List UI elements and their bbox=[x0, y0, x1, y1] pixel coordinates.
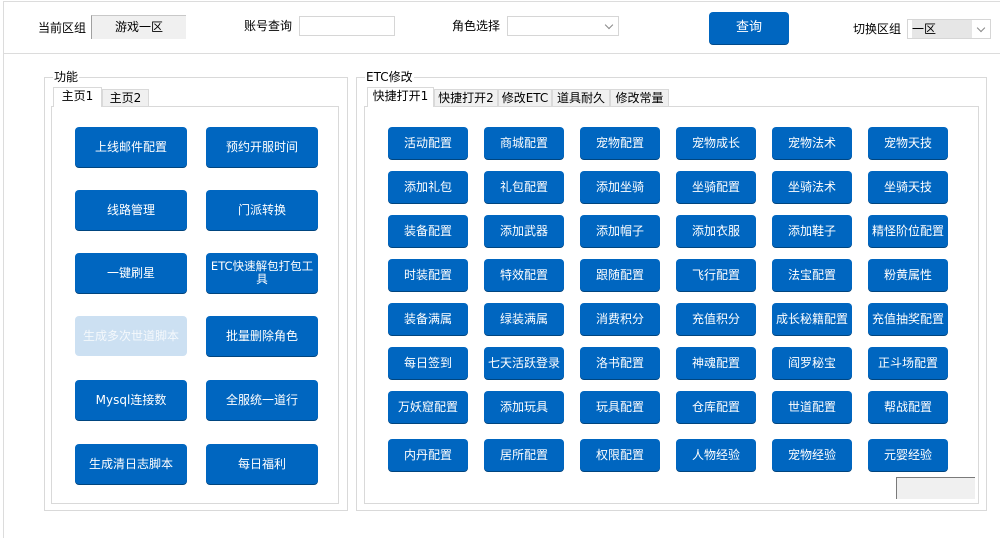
etc-button[interactable]: 礼包配置 bbox=[484, 171, 564, 203]
query-button[interactable]: 查询 bbox=[709, 12, 789, 44]
chevron-down-icon bbox=[976, 23, 986, 33]
tab-modify-constants[interactable]: 修改常量 bbox=[610, 89, 669, 106]
etc-button[interactable]: 玩具配置 bbox=[580, 391, 660, 423]
role-select-label: 角色选择 bbox=[452, 19, 501, 33]
function-tab-panel bbox=[51, 106, 339, 504]
etc-button[interactable]: 正斗场配置 bbox=[868, 347, 948, 379]
etc-button[interactable]: 飞行配置 bbox=[676, 259, 756, 291]
etc-button[interactable]: 洛书配置 bbox=[580, 347, 660, 379]
switch-zone-dropdown[interactable]: 一区 bbox=[907, 19, 991, 39]
etc-button[interactable]: 坐骑法术 bbox=[772, 171, 852, 203]
etc-button[interactable]: 充值抽奖配置 bbox=[868, 303, 948, 335]
function-button[interactable]: 生成清日志脚本 bbox=[75, 444, 187, 484]
etc-button[interactable]: 成长秘籍配置 bbox=[772, 303, 852, 335]
window-top-border bbox=[3, 1, 1000, 2]
function-button[interactable]: 门派转换 bbox=[206, 190, 318, 230]
function-button[interactable]: 预约开服时间 bbox=[206, 127, 318, 167]
etc-button[interactable]: 仓库配置 bbox=[676, 391, 756, 423]
function-button[interactable]: 全服统一道行 bbox=[206, 380, 318, 420]
function-tabstrip: 主页1 主页2 bbox=[51, 87, 339, 107]
function-groupbox: 功能 bbox=[44, 70, 348, 511]
tab-home1[interactable]: 主页1 bbox=[53, 87, 102, 107]
etc-button[interactable]: 神魂配置 bbox=[676, 347, 756, 379]
etc-button[interactable]: 坐骑天技 bbox=[868, 171, 948, 203]
account-query-label: 账号查询 bbox=[244, 19, 293, 33]
status-box bbox=[896, 477, 975, 499]
etc-button[interactable]: 元婴经验 bbox=[868, 439, 948, 471]
etc-button[interactable]: 添加鞋子 bbox=[772, 215, 852, 247]
etc-button[interactable]: 七天活跃登录 bbox=[484, 347, 564, 379]
tab-item-durability[interactable]: 道具耐久 bbox=[552, 89, 610, 106]
function-button[interactable]: 上线邮件配置 bbox=[75, 127, 187, 167]
etc-button[interactable]: 商城配置 bbox=[484, 127, 564, 159]
etc-button[interactable]: 粉黄属性 bbox=[868, 259, 948, 291]
current-zone-display: 游戏一区 bbox=[91, 15, 186, 39]
function-button[interactable]: Mysql连接数 bbox=[75, 380, 187, 420]
etc-button[interactable]: 宠物天技 bbox=[868, 127, 948, 159]
function-button[interactable]: 一键刷星 bbox=[75, 253, 187, 293]
role-select-dropdown[interactable] bbox=[507, 16, 619, 36]
etc-button[interactable]: 时装配置 bbox=[388, 259, 468, 291]
etc-groupbox: ETC修改 bbox=[356, 70, 987, 511]
etc-button[interactable]: 帮战配置 bbox=[868, 391, 948, 423]
etc-button[interactable]: 充值积分 bbox=[676, 303, 756, 335]
etc-button[interactable]: 消费积分 bbox=[580, 303, 660, 335]
etc-button[interactable]: 添加衣服 bbox=[676, 215, 756, 247]
switch-zone-label: 切换区组 bbox=[853, 22, 902, 36]
current-zone-label: 当前区组 bbox=[38, 21, 87, 35]
etc-button[interactable]: 绿装满属 bbox=[484, 303, 564, 335]
etc-button[interactable]: 精怪阶位配置 bbox=[868, 215, 948, 247]
switch-zone-value: 一区 bbox=[912, 20, 972, 38]
tab-quick-open-2[interactable]: 快捷打开2 bbox=[434, 89, 498, 106]
etc-button[interactable]: 特效配置 bbox=[484, 259, 564, 291]
etc-tabstrip: 快捷打开1 快捷打开2 修改ETC 道具耐久 修改常量 bbox=[364, 87, 978, 107]
header-divider bbox=[3, 53, 1000, 54]
function-button[interactable]: 每日福利 bbox=[206, 444, 318, 484]
etc-button[interactable]: 坐骑配置 bbox=[676, 171, 756, 203]
etc-button[interactable]: 宠物配置 bbox=[580, 127, 660, 159]
etc-button[interactable]: 活动配置 bbox=[388, 127, 468, 159]
etc-button[interactable]: 添加帽子 bbox=[580, 215, 660, 247]
etc-button[interactable]: 宠物经验 bbox=[772, 439, 852, 471]
etc-button[interactable]: 权限配置 bbox=[580, 439, 660, 471]
etc-button[interactable]: 宠物法术 bbox=[772, 127, 852, 159]
etc-button[interactable]: 添加玩具 bbox=[484, 391, 564, 423]
etc-button[interactable]: 装备满属 bbox=[388, 303, 468, 335]
etc-button[interactable]: 添加武器 bbox=[484, 215, 564, 247]
etc-button[interactable]: 装备配置 bbox=[388, 215, 468, 247]
etc-button[interactable]: 跟随配置 bbox=[580, 259, 660, 291]
function-button[interactable]: ETC快速解包打包工具 bbox=[206, 253, 318, 293]
etc-button[interactable]: 居所配置 bbox=[484, 439, 564, 471]
tab-quick-open-1[interactable]: 快捷打开1 bbox=[367, 87, 434, 107]
function-button[interactable]: 线路管理 bbox=[75, 190, 187, 230]
etc-button[interactable]: 阎罗秘宝 bbox=[772, 347, 852, 379]
window-left-border bbox=[3, 1, 4, 538]
etc-button[interactable]: 添加礼包 bbox=[388, 171, 468, 203]
etc-button[interactable]: 万妖窟配置 bbox=[388, 391, 468, 423]
etc-button[interactable]: 宠物成长 bbox=[676, 127, 756, 159]
etc-button[interactable]: 世道配置 bbox=[772, 391, 852, 423]
function-button[interactable]: 批量删除角色 bbox=[206, 316, 318, 356]
etc-button[interactable]: 每日签到 bbox=[388, 347, 468, 379]
etc-group-title: ETC修改 bbox=[365, 70, 414, 84]
etc-button[interactable]: 人物经验 bbox=[676, 439, 756, 471]
function-button: 生成多次世道脚本 bbox=[75, 316, 187, 356]
etc-button[interactable]: 法宝配置 bbox=[772, 259, 852, 291]
etc-button[interactable]: 内丹配置 bbox=[388, 439, 468, 471]
account-query-input[interactable] bbox=[299, 16, 395, 36]
tab-home2[interactable]: 主页2 bbox=[102, 89, 149, 106]
chevron-down-icon bbox=[604, 20, 614, 30]
function-group-title: 功能 bbox=[53, 70, 80, 84]
etc-button[interactable]: 添加坐骑 bbox=[580, 171, 660, 203]
tab-modify-etc[interactable]: 修改ETC bbox=[498, 89, 552, 106]
